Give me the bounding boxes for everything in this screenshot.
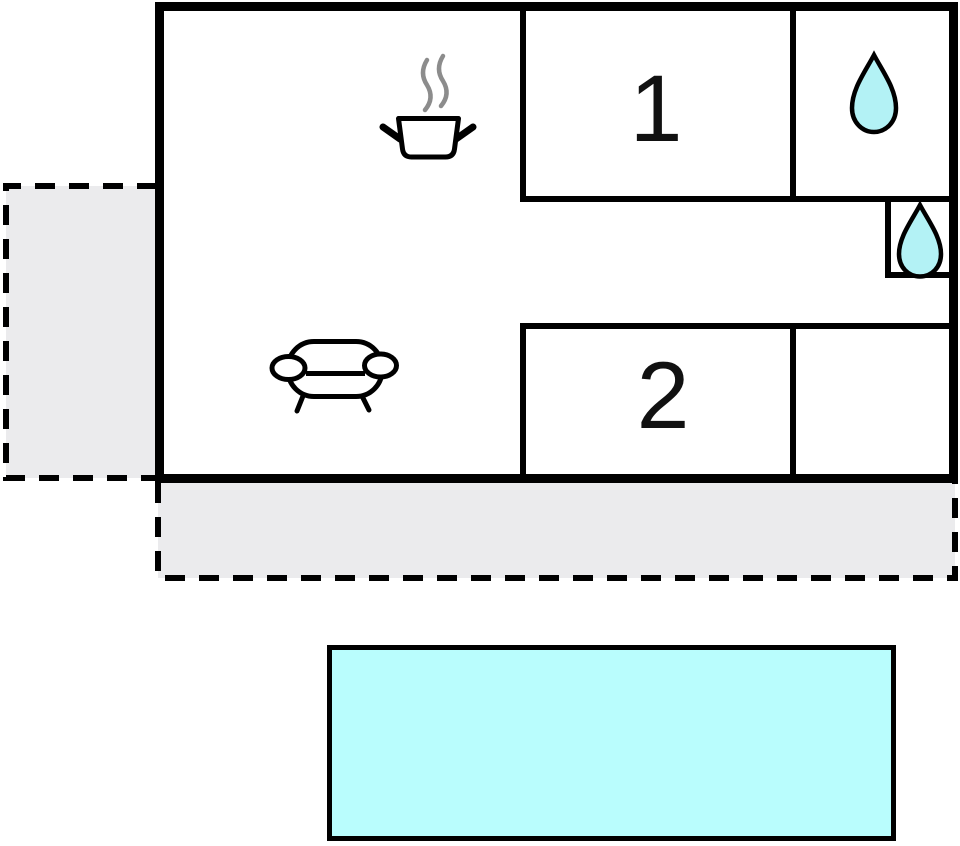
pot-handle-right xyxy=(452,123,477,143)
sofa-armrest-right xyxy=(362,351,399,380)
stove-pot-icon xyxy=(379,53,477,160)
steam-line-icon xyxy=(436,53,449,109)
water-drop-icon xyxy=(896,200,944,279)
water-drop-icon xyxy=(849,50,899,135)
main-floor-outline xyxy=(155,2,958,483)
room-1-label: 1 xyxy=(630,56,683,162)
pot-body xyxy=(396,116,461,160)
swimming-pool xyxy=(327,645,896,841)
room-2-label: 2 xyxy=(637,343,690,449)
sofa-icon xyxy=(269,339,399,414)
sofa-leg-right xyxy=(359,393,372,413)
steam-line-icon xyxy=(420,57,433,113)
sofa-armrest-left xyxy=(269,354,308,382)
pot-handle-left xyxy=(379,123,404,143)
sofa-leg-left xyxy=(294,393,306,414)
terrace-left xyxy=(3,183,157,481)
terrace-bottom xyxy=(155,483,958,581)
